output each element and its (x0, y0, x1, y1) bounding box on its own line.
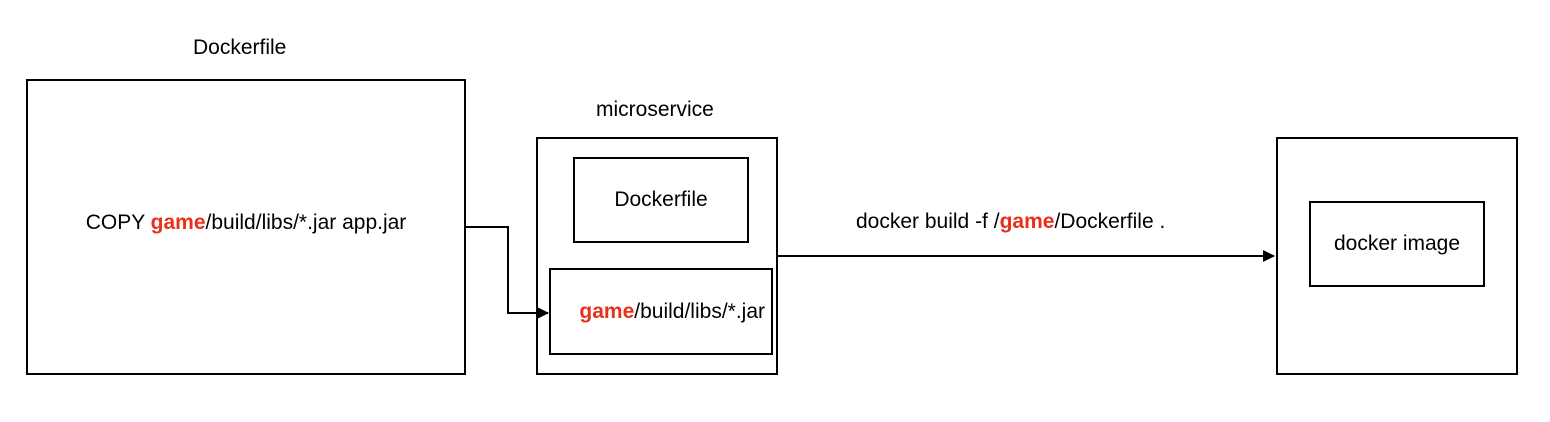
jar-path-rest: /build/libs/*.jar (634, 299, 765, 323)
copy-to-jar-arrow (466, 226, 549, 319)
build-command-highlight: game (999, 210, 1055, 233)
jar-artifact-node: game/build/libs/*.jar (549, 268, 773, 355)
build-command-label: docker build -f /game/Dockerfile . (856, 210, 1165, 234)
microservice-dockerfile-node: Dockerfile (573, 157, 749, 243)
dockerfile-panel-title: Dockerfile (193, 36, 287, 59)
copy-path-highlight: game (150, 211, 206, 234)
jar-path: game/build/libs/*.jar (579, 300, 765, 324)
docker-image-label: docker image (1333, 232, 1461, 255)
microservice-dockerfile-label: Dockerfile (614, 188, 708, 211)
copy-instruction: COPY game/build/libs/*.jar app.jar (86, 211, 407, 235)
build-command-suffix: /Dockerfile . (1054, 210, 1166, 233)
microservice-panel-title: microservice (596, 98, 714, 121)
dockerfile-panel: COPY game/build/libs/*.jar app.jar (26, 79, 466, 375)
docker-image-node: docker image (1309, 201, 1485, 287)
jar-path-highlight: game (579, 299, 635, 323)
build-command-prefix: docker build -f / (856, 210, 1000, 233)
copy-path-rest: /build/libs/*.jar app.jar (205, 211, 407, 234)
copy-keyword: COPY (85, 211, 145, 234)
